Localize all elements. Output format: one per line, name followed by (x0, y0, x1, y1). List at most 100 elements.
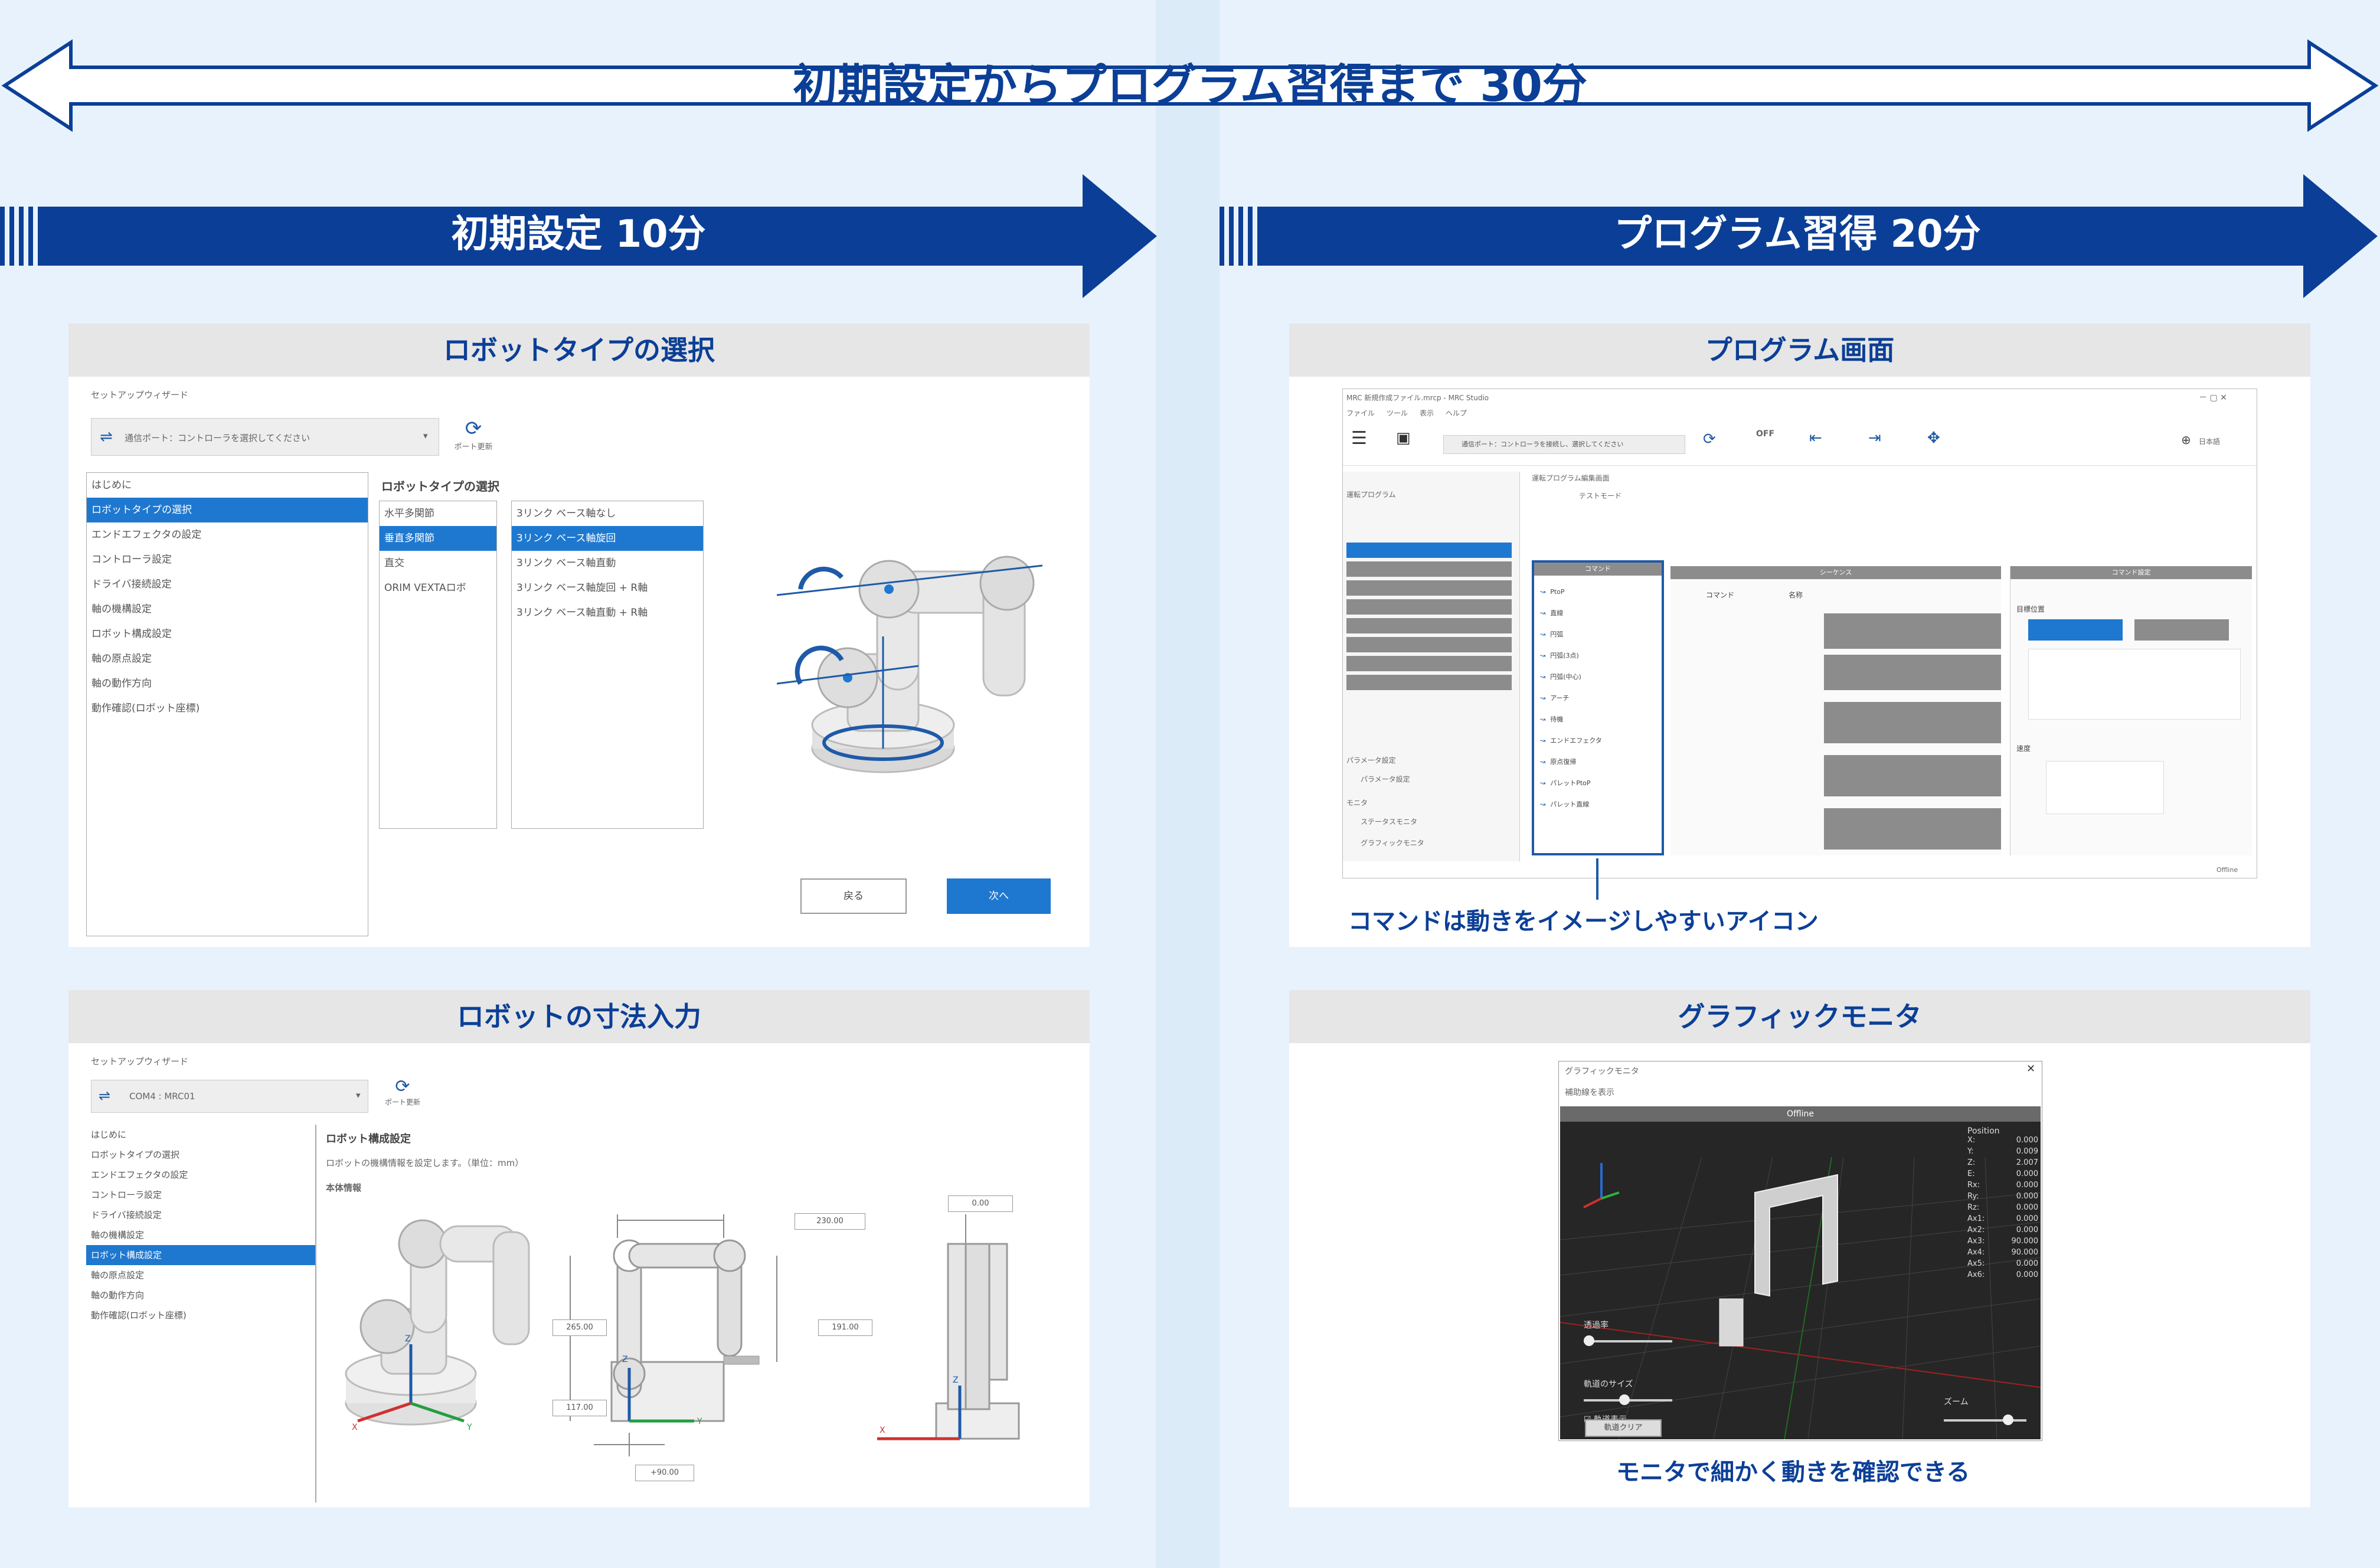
connector-icon: ⇌ (99, 1087, 111, 1104)
globe-icon[interactable]: ⊕ (2181, 433, 2191, 447)
wizard-step-item[interactable]: エンドエフェクタの設定 (91, 529, 202, 541)
position-row: Z:2.007 (1967, 1158, 2038, 1170)
speed-inputs[interactable] (2046, 761, 2164, 814)
wizard-step-item[interactable]: ドライバ接続設定 (91, 1210, 162, 1220)
robot-variant-option[interactable]: 3リンク ベース軸旋回 (512, 526, 703, 551)
menu-item[interactable]: ヘルプ (1446, 409, 1467, 417)
data-read-icon[interactable]: ⇤ (1809, 429, 1822, 447)
command-label: 円弧 (1550, 631, 1564, 638)
wizard-step-item[interactable]: はじめに (91, 1129, 127, 1140)
3d-view[interactable]: Offline (1560, 1106, 2041, 1439)
menu-item[interactable]: ツール (1387, 409, 1408, 417)
servo-off-icon[interactable]: OFF (1756, 429, 1775, 439)
window-controls[interactable]: － ▢ ✕ (2199, 393, 2227, 403)
position-row: Ax5:0.000 (1967, 1259, 2038, 1270)
wizard-step-item[interactable]: 軸の原点設定 (91, 1270, 145, 1280)
robot-type-option[interactable]: 垂直多関節 (380, 526, 496, 551)
next-button[interactable]: 次へ (947, 878, 1051, 914)
position-row: X:0.000 (1967, 1136, 2038, 1147)
language-select[interactable]: 日本語 (2199, 437, 2221, 446)
port-refresh-button[interactable]: ⟳ ポート更新 (379, 1076, 426, 1118)
command-item[interactable]: ↝パレット直線 (1540, 794, 1656, 815)
command-item[interactable]: ↝パレットPtoP (1540, 773, 1656, 794)
dimension-input-top[interactable]: 230.00 (795, 1213, 865, 1230)
transparency-slider[interactable] (1584, 1335, 1672, 1346)
wizard-step-item[interactable]: はじめに (91, 479, 132, 491)
robot-variant-option[interactable]: 3リンク ベース軸直動 (516, 557, 616, 569)
command-item[interactable]: ↝円弧(中心) (1540, 667, 1656, 688)
command-item[interactable]: ↝アーチ (1540, 688, 1656, 709)
menu-icon[interactable]: ☰ (1351, 428, 1367, 449)
dimension-input-side[interactable]: 0.00 (948, 1195, 1013, 1212)
trajectory-size-slider[interactable] (1584, 1394, 1672, 1405)
robot-variant-option[interactable]: 3リンク ベース軸なし (516, 508, 616, 520)
robot-type-option[interactable]: 直交 (384, 557, 404, 569)
wizard-step-item[interactable]: コントローラ設定 (91, 1190, 162, 1200)
clear-trajectory-button[interactable]: 軌道クリア (1585, 1419, 1662, 1437)
monitor-item-status[interactable]: ステータスモニタ (1361, 818, 1418, 826)
panel-title: グラフィックモニタ (1289, 990, 2310, 1043)
wizard-step-item[interactable]: ロボットタイプの選択 (87, 498, 368, 522)
command-item[interactable]: ↝原点復帰 (1540, 752, 1656, 773)
zoom-slider[interactable] (1944, 1415, 2026, 1425)
wizard-step-item[interactable]: ドライバ接続設定 (91, 579, 172, 590)
robot-type-option[interactable]: 水平多関節 (384, 508, 434, 520)
relative-tab[interactable] (2134, 619, 2229, 641)
monitor-label: モニタ (1346, 799, 1368, 807)
teaching-icon[interactable]: ✥ (1927, 429, 1940, 447)
wizard-step-item[interactable]: ロボット構成設定 (91, 628, 172, 640)
robot-dimension-drawing: Z Y (570, 1214, 777, 1456)
wizard-step-item[interactable]: 動作確認(ロボット座標) (91, 1310, 187, 1321)
robot-type-option[interactable]: ORIM VEXTAロボ (384, 582, 466, 594)
save-icon[interactable]: ▣ (1396, 429, 1411, 447)
wizard-step-item[interactable]: ロボット構成設定 (86, 1245, 315, 1265)
robot-variant-option[interactable]: 3リンク ベース軸旋回 + R軸 (516, 582, 648, 594)
command-item[interactable]: ↝円弧(3点) (1540, 645, 1656, 667)
command-item[interactable]: ↝円弧 (1540, 624, 1656, 645)
wizard-step-item[interactable]: 軸の原点設定 (91, 653, 152, 665)
sequence-table: シーケンス コマンド 名称 (1670, 566, 2001, 855)
refresh-icon: ⟳ (465, 417, 482, 440)
svg-text:Z: Z (953, 1376, 959, 1385)
test-mode-toggle[interactable]: テストモード (1579, 492, 1622, 500)
menu-item[interactable]: 表示 (1420, 409, 1434, 417)
close-icon[interactable]: ✕ (2026, 1063, 2036, 1075)
command-icon: ↝ (1540, 801, 1546, 808)
params-item[interactable]: パラメータ設定 (1361, 775, 1410, 783)
wizard-step-item[interactable]: コントローラ設定 (91, 554, 172, 566)
dimension-input-bottom[interactable]: +90.00 (635, 1465, 694, 1481)
wizard-step-item[interactable]: 軸の機構設定 (91, 1230, 145, 1240)
wizard-step-item[interactable]: 軸の動作方向 (91, 1290, 145, 1301)
command-item[interactable]: ↝直線 (1540, 603, 1656, 624)
wizard-step-item[interactable]: ロボットタイプの選択 (91, 1149, 180, 1160)
command-item[interactable]: ↝エンドエフェクタ (1540, 730, 1656, 752)
wizard-step-item[interactable]: 軸の動作方向 (91, 678, 152, 690)
position-axis: Ax4: (1967, 1248, 1985, 1257)
wizard-step-item[interactable]: エンドエフェクタの設定 (91, 1170, 188, 1180)
absolute-tab[interactable] (2028, 619, 2123, 641)
port-select[interactable]: ⇌ 通信ポート：コントローラを選択してください ▾ (91, 418, 439, 456)
settings-header: コマンド設定 (2010, 566, 2252, 579)
dimension-input-left[interactable]: 265.00 (552, 1319, 607, 1336)
refresh-icon[interactable]: ⟳ (1703, 430, 1716, 448)
port-refresh-button[interactable]: ⟳ ポート更新 (450, 417, 497, 459)
command-icon: ↝ (1540, 609, 1546, 617)
menu-item[interactable]: ファイル (1346, 409, 1375, 417)
dimension-input-base[interactable]: 117.00 (552, 1400, 607, 1416)
command-icon: ↝ (1540, 758, 1546, 766)
command-item[interactable]: ↝PtoP (1540, 582, 1656, 603)
wizard-step-item[interactable]: 動作確認(ロボット座標) (91, 703, 200, 714)
back-button[interactable]: 戻る (800, 878, 907, 914)
monitor-item-graphic[interactable]: グラフィックモニタ (1361, 839, 1424, 847)
data-write-icon[interactable]: ⇥ (1868, 429, 1881, 447)
aux-line-toggle[interactable]: 補助線を表示 (1565, 1088, 1614, 1097)
robot-variant-option[interactable]: 3リンク ベース軸直動 + R軸 (516, 607, 648, 619)
target-inputs[interactable] (2028, 649, 2241, 720)
command-item[interactable]: ↝待機 (1540, 709, 1656, 730)
port-select[interactable]: ⇌ COM4 : MRC01 ▾ (91, 1080, 368, 1113)
dimension-input-right[interactable]: 191.00 (818, 1319, 872, 1336)
position-row: Ax6:0.000 (1967, 1270, 2038, 1282)
wizard-step-item[interactable]: 軸の機構設定 (91, 603, 152, 615)
port-select[interactable]: 通信ポート：コントローラを接続し、選択してください (1443, 435, 1685, 454)
